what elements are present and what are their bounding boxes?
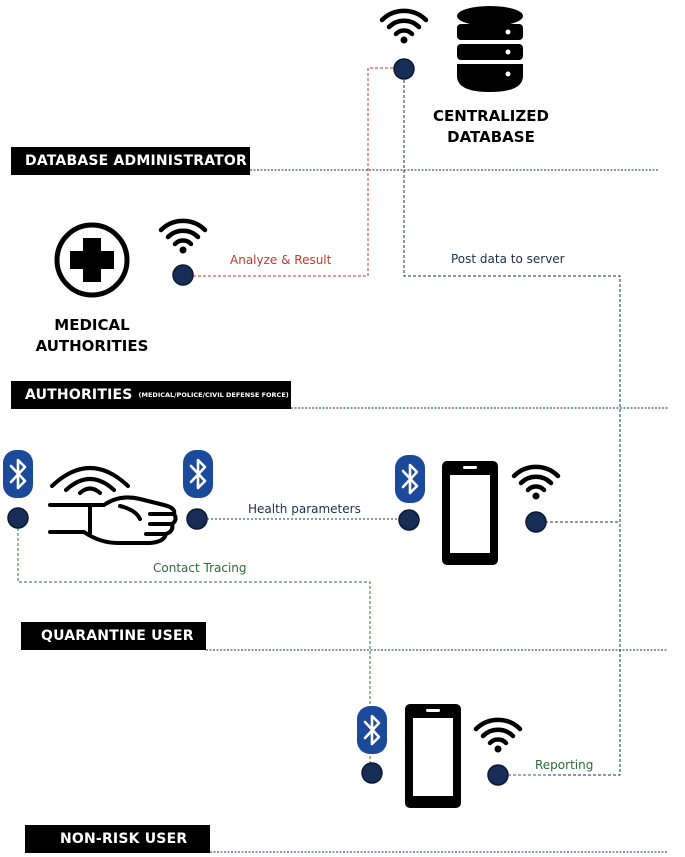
role-label-text: NON-RISK USER xyxy=(60,831,188,847)
edge-label-analyze-result: Analyze & Result xyxy=(230,253,332,267)
wifi-icon xyxy=(161,221,205,254)
node-dot xyxy=(172,264,194,286)
wifi-icon xyxy=(382,11,426,44)
medical-title-line: MEDICAL xyxy=(54,316,130,334)
database-icon xyxy=(457,6,523,92)
connector-contact-tracing xyxy=(17,528,371,767)
database-title-line: DATABASE xyxy=(447,128,535,146)
edge-label-reporting: Reporting xyxy=(535,758,594,772)
role-label-text: AUTHORITIES xyxy=(25,387,133,403)
node-dot xyxy=(398,509,420,531)
role-label-text: QUARANTINE USER xyxy=(41,628,194,644)
node-dot xyxy=(361,762,383,784)
bluetooth-icon xyxy=(355,704,389,756)
connector-analyze-result xyxy=(193,67,397,277)
smartphone-icon xyxy=(442,461,498,565)
role-label-database-administrator: DATABASE ADMINISTRATOR xyxy=(11,147,250,175)
smartphone-icon xyxy=(405,704,461,808)
wifi-icon xyxy=(476,720,520,753)
medical-authorities-title: MEDICAL AUTHORITIES xyxy=(17,315,167,357)
node-dot xyxy=(7,507,29,529)
role-label-authorities: AUTHORITIES (MEDICAL/POLICE/CIVIL DEFENS… xyxy=(11,381,291,409)
node-dot xyxy=(393,58,415,80)
wifi-icon xyxy=(514,467,558,500)
medical-cross-icon xyxy=(54,222,130,298)
bluetooth-icon xyxy=(393,453,427,505)
hand-sensor-icon xyxy=(48,466,178,545)
role-label-detail: (MEDICAL/POLICE/CIVIL DEFENSE FORCE) xyxy=(138,391,289,399)
node-dot xyxy=(525,511,547,533)
edge-label-post-data: Post data to server xyxy=(451,252,565,266)
role-label-quarantine-user: QUARANTINE USER xyxy=(21,622,206,650)
role-label-non-risk-user: NON-RISK USER xyxy=(25,825,210,853)
database-title-line: CENTRALIZED xyxy=(433,107,549,125)
edge-label-health-parameters: Health parameters xyxy=(248,502,361,516)
node-dot xyxy=(487,764,509,786)
role-label-text: DATABASE ADMINISTRATOR xyxy=(25,153,248,169)
bluetooth-icon xyxy=(181,448,215,500)
bluetooth-icon xyxy=(1,448,35,500)
connector-post-data xyxy=(403,80,621,776)
medical-title-line: AUTHORITIES xyxy=(35,337,149,355)
node-dot xyxy=(186,508,208,530)
database-title: CENTRALIZED DATABASE xyxy=(416,106,566,148)
edge-label-contact-tracing: Contact Tracing xyxy=(153,561,247,575)
